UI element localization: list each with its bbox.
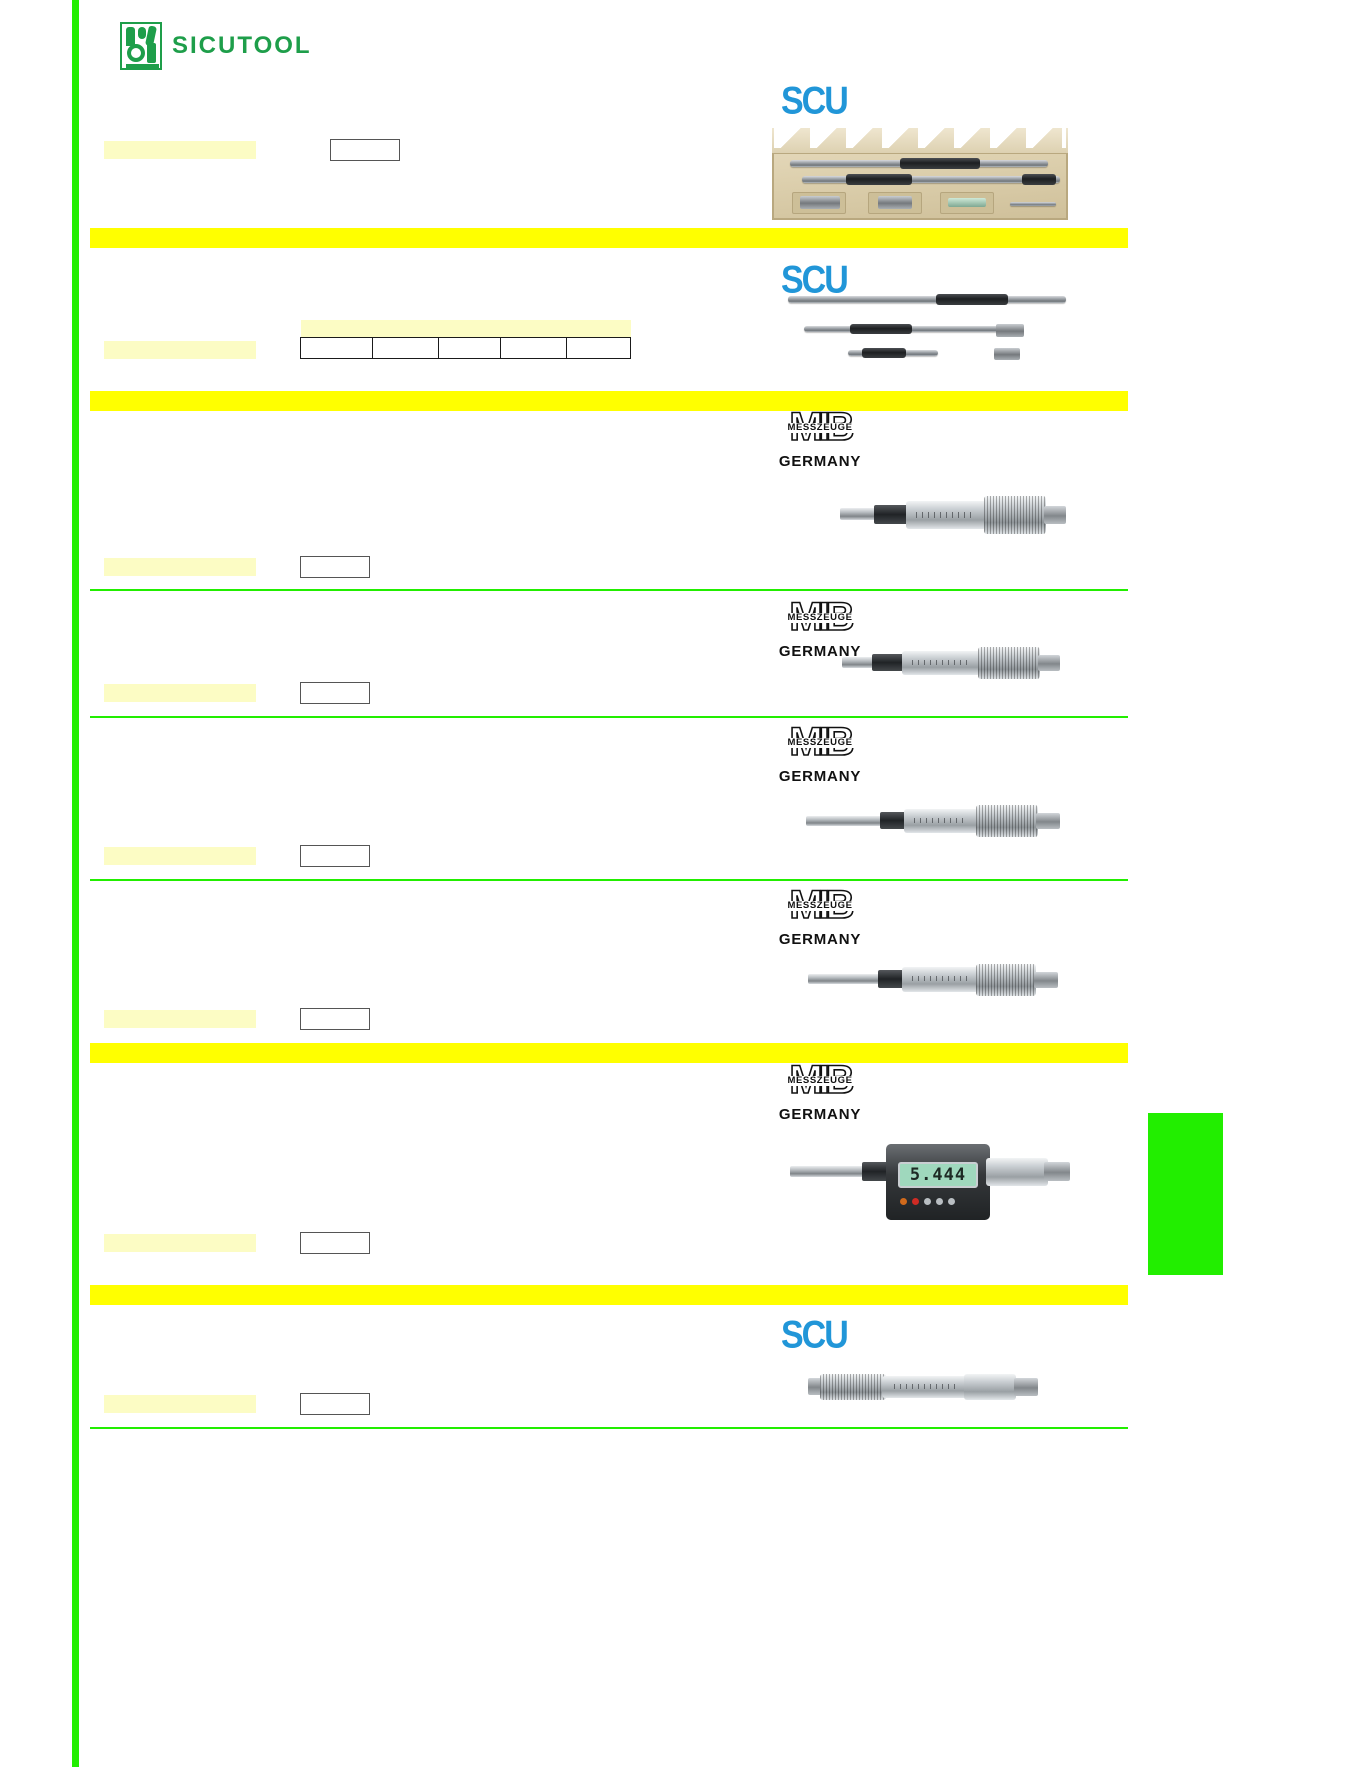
table-cell-2 bbox=[372, 336, 439, 359]
section-7-label-bar bbox=[104, 1234, 256, 1252]
section-8-label-bar bbox=[104, 1395, 256, 1413]
mib-messzeuge-label: MESSZEUGE bbox=[776, 423, 864, 433]
product-image-extension-rods bbox=[788, 292, 1078, 380]
product-image-internal-micrometer bbox=[808, 1366, 1042, 1408]
table-cell-4 bbox=[500, 336, 567, 359]
section-divider-green-4 bbox=[90, 1427, 1128, 1429]
section-6-code-box[interactable] bbox=[300, 1008, 370, 1030]
section-divider-green-3 bbox=[90, 879, 1128, 881]
mib-germany-label: GERMANY bbox=[778, 453, 862, 470]
chapter-tab[interactable] bbox=[1148, 1113, 1223, 1275]
table-cell-3 bbox=[438, 336, 501, 359]
section-4-label-bar bbox=[104, 684, 256, 702]
mib-brand-logo-5: MIB MESSZEUGE GERMANY bbox=[772, 1059, 868, 1123]
mib-messzeuge-label: MESSZEUGE bbox=[776, 738, 864, 748]
power-button[interactable] bbox=[912, 1198, 919, 1205]
product-image-rod-set-case bbox=[772, 128, 1068, 220]
section-4-code-box[interactable] bbox=[300, 682, 370, 704]
product-image-micrometer-head-4 bbox=[808, 958, 1066, 1006]
mib-germany-label: GERMANY bbox=[778, 643, 862, 660]
section-divider-green-1 bbox=[90, 589, 1128, 591]
mib-brand-logo-1: MIB MESSZEUGE GERMANY bbox=[772, 406, 868, 470]
mib-brand-logo-2: MIB MESSZEUGE GERMANY bbox=[772, 596, 868, 660]
table-cell-1 bbox=[300, 336, 373, 359]
section-1-label-bar bbox=[104, 141, 256, 159]
product-image-micrometer-head-2 bbox=[842, 643, 1068, 687]
product-image-micrometer-head-3 bbox=[806, 800, 1066, 846]
section-divider-yellow-1 bbox=[90, 228, 1128, 248]
sicutool-wordmark: SICUTOOL bbox=[172, 32, 312, 59]
zero-button[interactable] bbox=[924, 1198, 931, 1205]
section-5-code-box[interactable] bbox=[300, 845, 370, 867]
section-3-code-box[interactable] bbox=[300, 556, 370, 578]
product-image-digital-micrometer: 5.444 bbox=[790, 1140, 1078, 1232]
section-3-label-bar bbox=[104, 558, 256, 576]
section-divider-yellow-4 bbox=[90, 1285, 1128, 1305]
sicutool-wrench-logo-icon bbox=[120, 22, 162, 70]
mib-messzeuge-label: MESSZEUGE bbox=[776, 1076, 864, 1086]
scu-brand-logo-1: SCU bbox=[781, 79, 849, 123]
mib-germany-label: GERMANY bbox=[778, 768, 862, 785]
mib-germany-label: GERMANY bbox=[778, 931, 862, 948]
mib-brand-logo-3: MIB MESSZEUGE GERMANY bbox=[772, 721, 868, 785]
section-8-code-box[interactable] bbox=[300, 1393, 370, 1415]
mib-germany-label: GERMANY bbox=[778, 1106, 862, 1123]
mib-messzeuge-label: MESSZEUGE bbox=[776, 901, 864, 911]
digital-display-value: 5.444 bbox=[909, 1165, 967, 1185]
digital-button-row[interactable] bbox=[900, 1198, 955, 1205]
masthead: SICUTOOL bbox=[120, 22, 312, 70]
section-divider-yellow-3 bbox=[90, 1043, 1128, 1063]
product-image-micrometer-head-1 bbox=[840, 490, 1070, 544]
digital-display: 5.444 bbox=[898, 1162, 978, 1188]
scu-brand-logo-3: SCU bbox=[781, 1313, 849, 1357]
section-divider-green-2 bbox=[90, 716, 1128, 718]
section-2-label-bar bbox=[104, 341, 256, 359]
hold-button[interactable] bbox=[948, 1198, 955, 1205]
scu-brand-logo-2: SCU bbox=[781, 258, 849, 302]
section-divider-yellow-2 bbox=[90, 391, 1128, 411]
unit-button[interactable] bbox=[936, 1198, 943, 1205]
section-2-spec-table bbox=[300, 320, 631, 359]
section-6-label-bar bbox=[104, 1010, 256, 1028]
spec-table-header-band bbox=[300, 320, 631, 337]
mib-messzeuge-label: MESSZEUGE bbox=[776, 613, 864, 623]
table-cell-5 bbox=[566, 336, 631, 359]
table-row bbox=[300, 336, 631, 359]
section-1-code-box[interactable] bbox=[330, 139, 400, 161]
spec-table-header-cell bbox=[300, 320, 631, 337]
left-margin-rule bbox=[72, 0, 79, 1767]
mib-brand-logo-4: MIB MESSZEUGE GERMANY bbox=[772, 884, 868, 948]
mode-button[interactable] bbox=[900, 1198, 907, 1205]
section-7-code-box[interactable] bbox=[300, 1232, 370, 1254]
section-5-label-bar bbox=[104, 847, 256, 865]
